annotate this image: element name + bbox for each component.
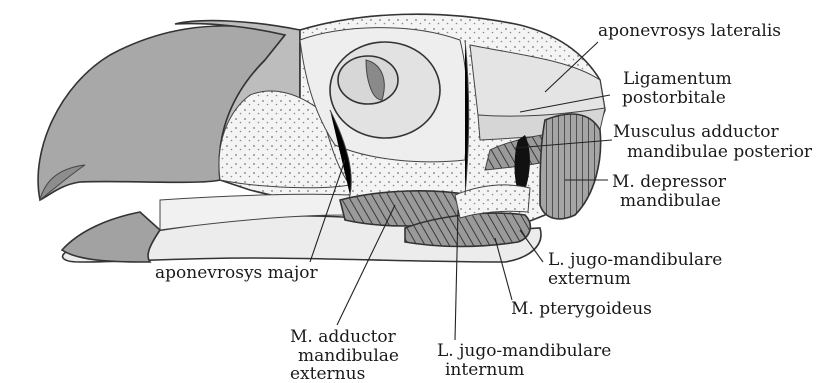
label-depressor-line2: mandibulae xyxy=(620,191,721,211)
label-pterygoideus: M. pterygoideus xyxy=(511,299,652,319)
label-musculus-line1: Musculus adductor xyxy=(613,122,779,142)
label-depressor-line1: M. depressor xyxy=(612,172,727,192)
label-aponevrosys-lateralis: aponevrosys lateralis xyxy=(598,21,781,41)
label-jugo-int-line1: L. jugo-mandibulare xyxy=(437,341,611,361)
depressor-muscle xyxy=(540,114,601,219)
label-ligamentum-line2: postorbitale xyxy=(622,88,726,108)
label-adductor-ext-line1: M. adductor xyxy=(290,327,397,347)
label-musculus-line2: mandibulae posterior xyxy=(627,142,813,162)
label-jugo-int-line2: internum xyxy=(445,360,524,380)
label-aponevrosys-major: aponevrosys major xyxy=(155,263,318,283)
lower-beak xyxy=(62,212,160,262)
label-jugo-ext-line1: L. jugo-mandibulare xyxy=(548,250,722,270)
label-jugo-ext-line2: externum xyxy=(548,269,631,289)
label-ligamentum-line1: Ligamentum xyxy=(623,69,732,89)
label-adductor-ext-line2: mandibulae xyxy=(298,346,399,366)
label-adductor-ext-line3: externus xyxy=(290,364,365,383)
